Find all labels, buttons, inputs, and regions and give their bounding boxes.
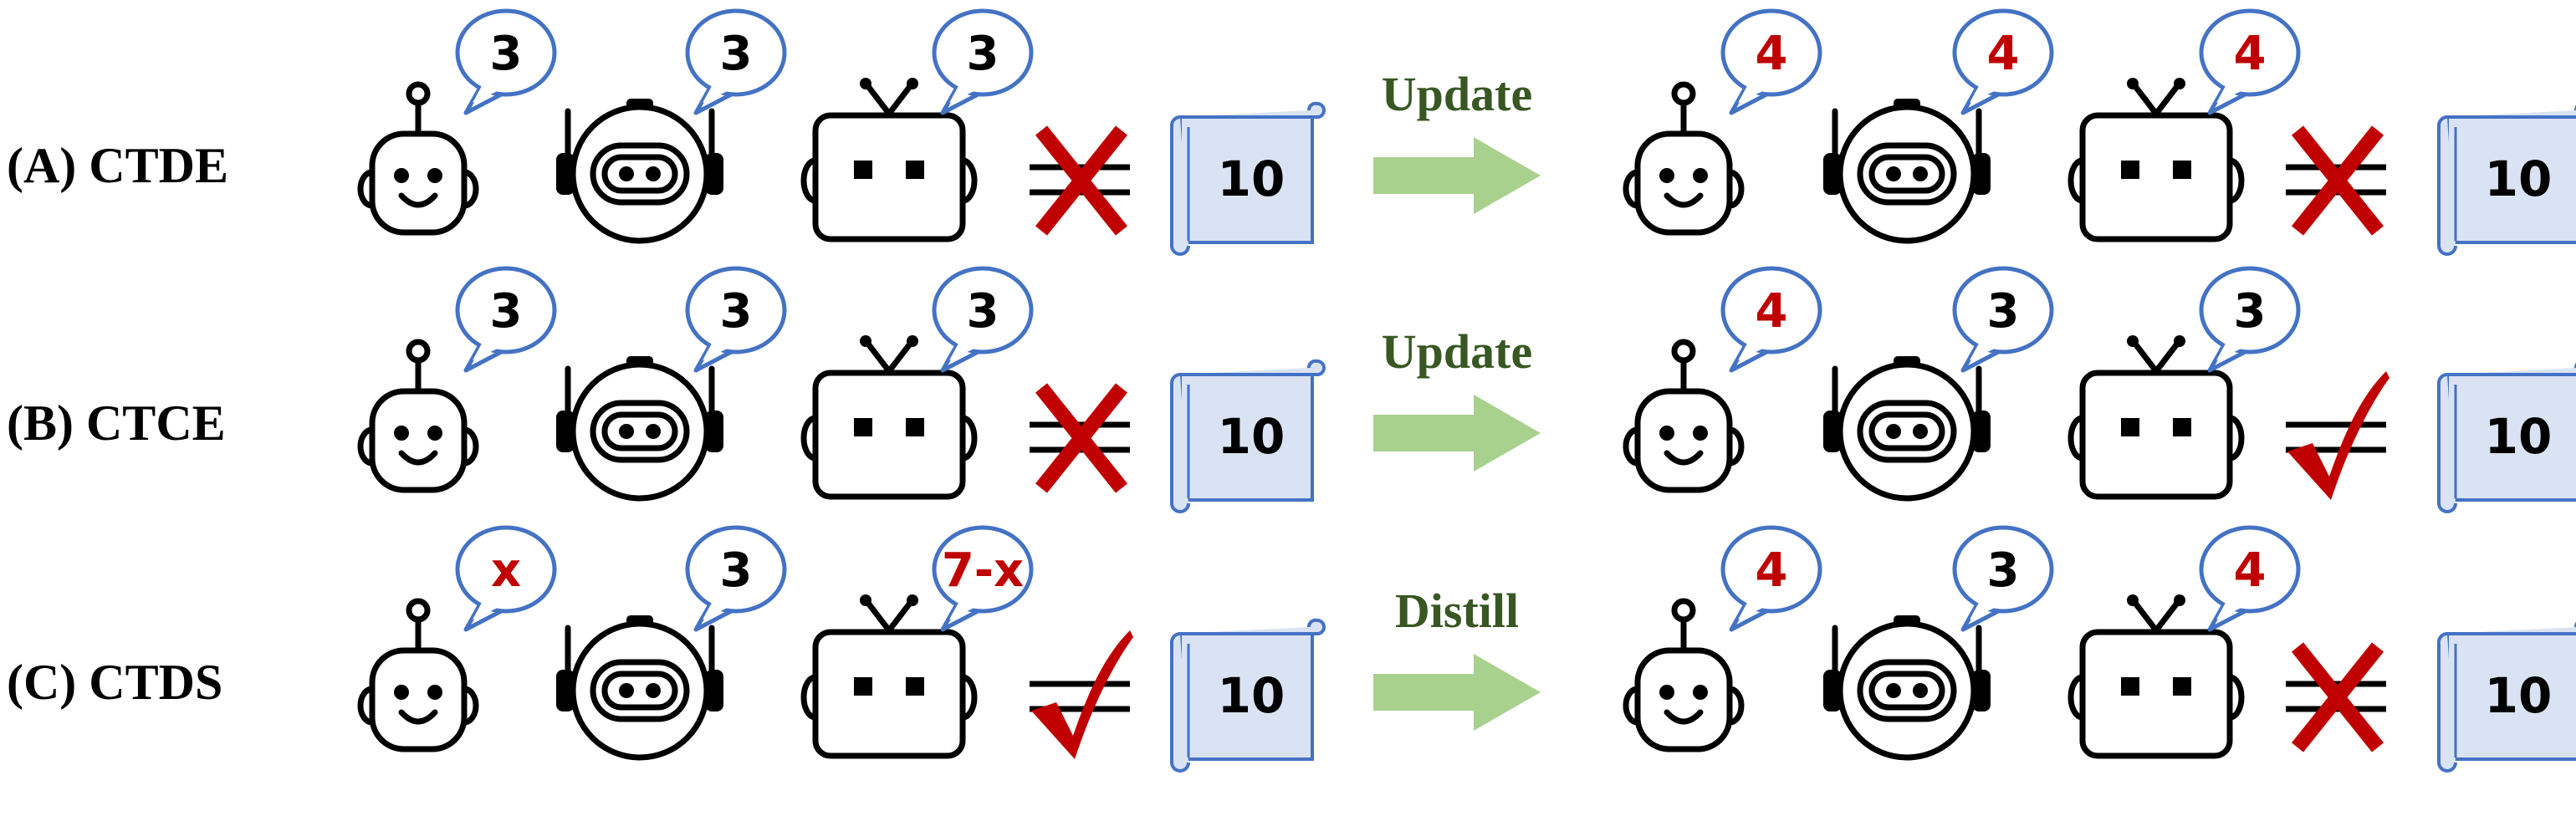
comparison-mark	[1030, 125, 1130, 236]
scroll-icon: 10	[1170, 101, 1326, 256]
bubble-value: 3	[1987, 284, 2020, 339]
bubble-value: 3	[1987, 543, 2020, 598]
helmet-robot-icon	[1823, 356, 1991, 502]
round-robot-icon	[1623, 81, 1745, 236]
speech-bubble-icon: 3	[1952, 525, 2054, 632]
row-label: (C) CTDS	[7, 655, 222, 710]
scroll-icon: 10	[2437, 621, 2576, 773]
bubble-value: 3	[490, 27, 523, 81]
round-robot-icon	[357, 81, 479, 236]
speech-bubble-icon: 3	[932, 266, 1034, 373]
speech-bubble-icon: 4	[2199, 8, 2301, 115]
before-group: 3 3 3 10	[357, 266, 1326, 513]
row-c: (C) CTDS x 3 7-x 10 4 3 4 10 Distill	[7, 525, 2576, 773]
bubble-value: 4	[1756, 284, 1788, 339]
row-label: (B) CTCE	[7, 395, 226, 451]
helmet-robot-icon	[1823, 615, 1991, 761]
tv-robot-icon	[2067, 78, 2245, 242]
tv-robot-icon	[800, 594, 978, 759]
speech-bubble-icon: 3	[685, 266, 787, 373]
helmet-robot-icon	[556, 356, 723, 502]
check-icon	[1031, 630, 1133, 759]
row-label: (A) CTDE	[7, 138, 228, 193]
speech-bubble-icon: 3	[1952, 266, 2054, 373]
right-arrow-icon	[1373, 654, 1541, 731]
scroll-icon: 10	[2437, 105, 2576, 256]
comparison-mark	[1030, 383, 1130, 493]
tv-robot-icon	[2067, 335, 2245, 500]
total-value: 10	[1218, 667, 1285, 724]
tv-robot-icon	[800, 335, 978, 500]
right-arrow-icon	[1373, 137, 1541, 214]
after-group: 4 3 4 10	[1623, 525, 2576, 773]
bubble-value: 7-x	[942, 543, 1024, 598]
total-value: 10	[2485, 150, 2553, 207]
bubble-value: 3	[967, 284, 999, 339]
total-value: 10	[1218, 150, 1285, 207]
speech-bubble-icon: x	[455, 525, 557, 632]
bubble-value: x	[491, 543, 521, 598]
bubble-value: 3	[720, 543, 753, 598]
after-group: 4 3 3 10	[1623, 266, 2576, 513]
speech-bubble-icon: 3	[932, 8, 1034, 115]
speech-bubble-icon: 4	[1720, 525, 1822, 632]
speech-bubble-icon: 7-x	[932, 525, 1034, 632]
helmet-robot-icon	[1823, 99, 1991, 244]
scroll-icon: 10	[2437, 362, 2576, 513]
speech-bubble-icon: 3	[685, 8, 787, 115]
right-arrow-icon	[1373, 395, 1541, 472]
scroll-icon: 10	[1170, 359, 1326, 513]
speech-bubble-icon: 4	[1720, 8, 1822, 115]
total-value: 10	[2485, 667, 2553, 724]
tv-robot-icon	[800, 78, 978, 242]
comparison-mark	[1030, 630, 1133, 759]
bubble-value: 3	[2234, 284, 2267, 339]
total-value: 10	[2485, 408, 2553, 465]
bubble-value: 3	[967, 27, 999, 81]
comparison-mark	[2286, 125, 2386, 236]
row-b: (B) CTCE 3 3 3 10 4 3 3 10 Update	[7, 266, 2576, 513]
after-group: 4 4 4 10	[1623, 8, 2576, 256]
bubble-value: 3	[720, 27, 753, 81]
helmet-robot-icon	[556, 99, 723, 244]
round-robot-icon	[357, 339, 479, 493]
bubble-value: 4	[2234, 543, 2267, 598]
round-robot-icon	[1623, 598, 1745, 752]
arrow-label: Distill	[1395, 584, 1519, 638]
check-icon	[2287, 371, 2389, 500]
tv-robot-icon	[2067, 594, 2245, 759]
comparison-mark	[2286, 371, 2389, 500]
speech-bubble-icon: 3	[685, 525, 787, 632]
row-a: (A) CTDE 3 3 3 10 4 4 4 10 Update	[7, 8, 2576, 256]
bubble-value: 4	[1756, 543, 1788, 598]
scroll-icon: 10	[1170, 618, 1326, 773]
before-group: 3 3 3 10	[357, 8, 1326, 256]
bubble-value: 3	[490, 284, 523, 339]
speech-bubble-icon: 3	[455, 266, 557, 373]
total-value: 10	[1218, 408, 1285, 465]
round-robot-icon	[357, 598, 479, 752]
bubble-value: 4	[1756, 27, 1788, 81]
round-robot-icon	[1623, 339, 1745, 493]
bubble-value: 3	[720, 284, 753, 339]
helmet-robot-icon	[556, 615, 723, 761]
speech-bubble-icon: 3	[455, 8, 557, 115]
bubble-value: 4	[1987, 27, 2020, 81]
arrow-label: Update	[1382, 67, 1532, 121]
speech-bubble-icon: 4	[1720, 266, 1822, 373]
bubble-value: 4	[2234, 27, 2267, 81]
speech-bubble-icon: 3	[2199, 266, 2301, 373]
before-group: x 3 7-x 10	[357, 525, 1326, 773]
speech-bubble-icon: 4	[1952, 8, 2054, 115]
arrow-label: Update	[1382, 324, 1532, 379]
comparison-mark	[2286, 642, 2386, 752]
speech-bubble-icon: 4	[2199, 525, 2301, 632]
